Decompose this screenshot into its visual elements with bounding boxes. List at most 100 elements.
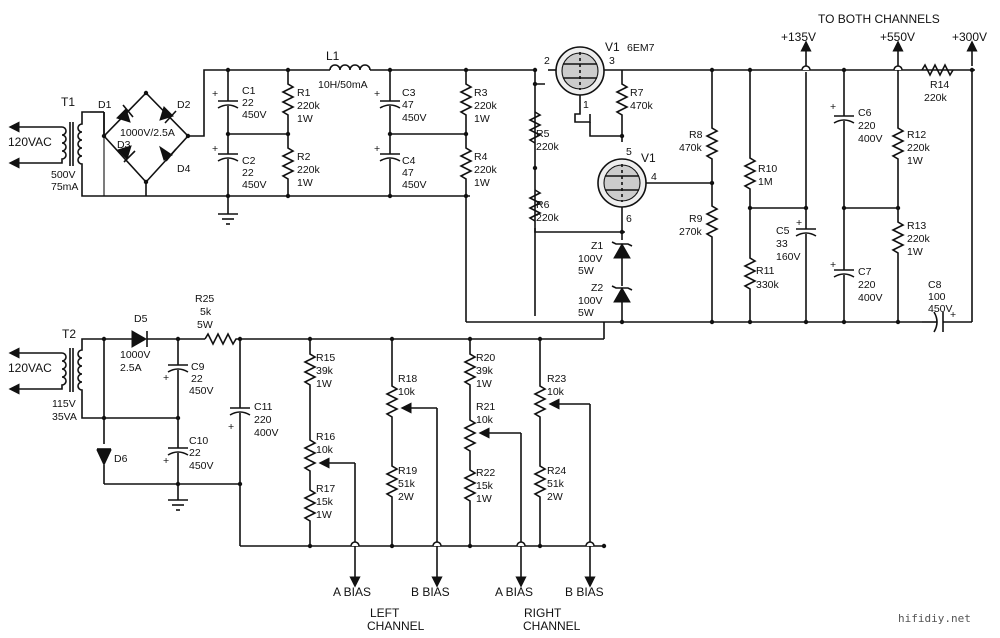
r25-watt: 5W <box>197 319 213 331</box>
c2-voltage: 450V <box>242 179 267 191</box>
r8-value: 470k <box>679 142 703 154</box>
r2-watt: 1W <box>297 177 313 189</box>
r2-value: 220k <box>297 164 321 176</box>
svg-text:+: + <box>374 88 380 100</box>
a-bias-right-label: A BIAS <box>495 585 533 599</box>
r22-watt: 1W <box>476 493 492 505</box>
c6-voltage: 400V <box>858 133 883 145</box>
v1-bottom-tube <box>597 158 647 208</box>
c9-value: 22 <box>191 373 203 385</box>
r18-ref: R18 <box>398 373 417 385</box>
r7-ref: R7 <box>630 87 644 99</box>
t2-sec-voltage: 115V <box>52 398 76 410</box>
svg-text:+: + <box>212 143 218 155</box>
z1-voltage: 100V <box>578 253 603 265</box>
v1-bottom-pin-6: 6 <box>626 213 632 225</box>
t1-input-label: 120VAC <box>8 135 52 149</box>
r17-value: 15k <box>316 496 334 508</box>
r14-ref: R14 <box>930 79 949 91</box>
c5-value: 33 <box>776 238 788 250</box>
right-channel-label-1: RIGHT <box>524 606 562 620</box>
r9-value: 270k <box>679 226 703 238</box>
right-a-divider <box>463 339 522 546</box>
c4-voltage: 450V <box>402 179 427 191</box>
d5-voltage: 1000V <box>120 349 150 361</box>
r15-value: 39k <box>316 365 334 377</box>
r17-watt: 1W <box>316 509 332 521</box>
r8-r9-stack <box>705 70 719 322</box>
r14-resistor <box>921 63 954 77</box>
r10-value: 1M <box>758 176 773 188</box>
c1-ref: C1 <box>242 85 256 97</box>
r3-watt: 1W <box>474 113 490 125</box>
c5-ref: C5 <box>776 225 790 237</box>
bridge-node-top <box>143 90 149 96</box>
c3-voltage: 450V <box>402 112 427 124</box>
v1-top-ref: V1 <box>605 40 620 54</box>
r13-value: 220k <box>907 233 931 245</box>
r12-watt: 1W <box>907 155 923 167</box>
z2-ref: Z2 <box>591 282 603 294</box>
c10-voltage: 450V <box>189 460 214 472</box>
r2-ref: R2 <box>297 151 311 163</box>
r11-ref: R11 <box>756 265 775 277</box>
c9-c10-stack <box>167 339 189 500</box>
z1-zener <box>611 241 633 286</box>
d5-ref: D5 <box>134 313 148 325</box>
r22-value: 15k <box>476 480 494 492</box>
c11-voltage: 400V <box>254 427 279 439</box>
r21-value: 10k <box>476 414 494 426</box>
r5-ref: R5 <box>536 128 550 140</box>
svg-text:+: + <box>950 309 956 321</box>
t1-ref-label: T1 <box>61 95 75 109</box>
watermark: hifidiy.net <box>898 612 971 625</box>
r1-watt: 1W <box>297 113 313 125</box>
t2-ref-label: T2 <box>62 327 76 341</box>
r20-watt: 1W <box>476 378 492 390</box>
d5-diode <box>104 330 205 348</box>
r3-value: 220k <box>474 100 498 112</box>
r24-watt: 2W <box>547 491 563 503</box>
z2-watt: 5W <box>578 307 594 319</box>
d6-diode <box>96 448 240 485</box>
svg-text:+: + <box>212 88 218 100</box>
z1-watt: 5W <box>578 265 594 277</box>
r16-ref: R16 <box>316 431 335 443</box>
z1-ref: Z1 <box>591 240 603 252</box>
r25-ref: R25 <box>195 293 214 305</box>
b-bias-right-label: B BIAS <box>565 585 604 599</box>
r6-ref: R6 <box>536 199 550 211</box>
r1-ref: R1 <box>297 87 311 99</box>
svg-text:+: + <box>163 372 169 384</box>
r6-value: 220k <box>536 212 560 224</box>
right-b-divider <box>533 339 591 546</box>
c8-ref: C8 <box>928 279 942 291</box>
d6-ref: D6 <box>114 453 128 465</box>
r19-watt: 2W <box>398 491 414 503</box>
d4-label: D4 <box>177 163 191 175</box>
c1-voltage: 450V <box>242 109 267 121</box>
header-title: TO BOTH CHANNELS <box>818 12 940 26</box>
z2-zener <box>611 285 633 322</box>
v1-top-tube <box>555 46 605 96</box>
r24-ref: R24 <box>547 465 566 477</box>
c7-voltage: 400V <box>858 292 883 304</box>
left-a-divider <box>303 339 356 546</box>
d3-label: D3 <box>117 139 131 151</box>
c6-c7-stack <box>833 70 855 322</box>
ground-symbol-1 <box>218 213 238 225</box>
svg-text:+: + <box>796 217 802 229</box>
r16-value: 10k <box>316 444 334 456</box>
b-bias-left-label: B BIAS <box>411 585 450 599</box>
r3-ref: R3 <box>474 87 488 99</box>
svg-text:+: + <box>830 259 836 271</box>
r13-ref: R13 <box>907 220 926 232</box>
c7-value: 220 <box>858 279 876 291</box>
r20-value: 39k <box>476 365 494 377</box>
c6-ref: C6 <box>858 107 872 119</box>
r8-ref: R8 <box>689 129 703 141</box>
r18-value: 10k <box>398 386 416 398</box>
c8-capacitor <box>922 70 973 333</box>
c11-ref: C11 <box>254 401 273 413</box>
r19-ref: R19 <box>398 465 417 477</box>
